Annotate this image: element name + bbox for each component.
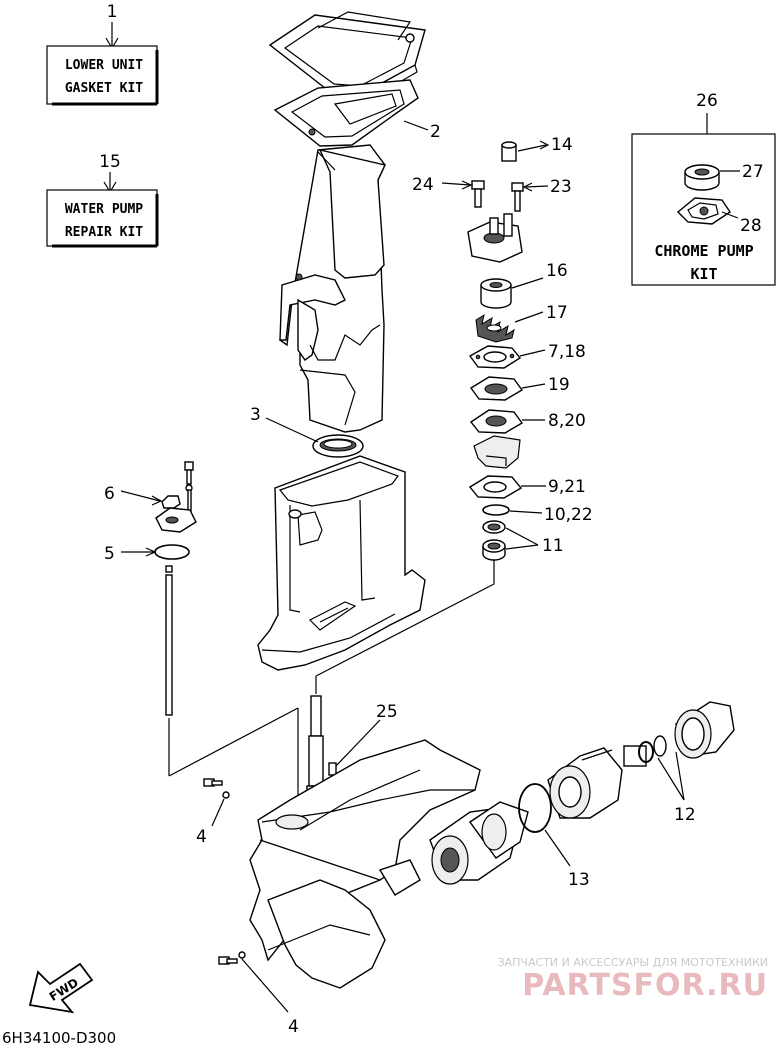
part-23-bolt <box>511 182 524 212</box>
callout-7-18: 7,18 <box>548 342 586 362</box>
part-2-gasket <box>273 79 419 147</box>
kit-15-line1: WATER PUMP <box>65 202 143 217</box>
part-5-oring <box>154 544 190 560</box>
callout-25: 25 <box>376 702 398 722</box>
part-24-bolt <box>471 180 485 208</box>
part-7-18-gasket <box>468 345 522 369</box>
part-9-21-gasket <box>468 475 523 499</box>
pump-housing <box>467 213 523 263</box>
callout-3: 3 <box>250 405 261 425</box>
part-14-sleeve <box>501 141 517 162</box>
callout-9-21: 9,21 <box>548 477 586 497</box>
kit-1-line1: LOWER UNIT <box>65 58 143 73</box>
part-4-bolt-lower <box>218 951 246 965</box>
part-28-housing <box>676 197 731 225</box>
callout-1: 1 <box>107 2 118 22</box>
prop-shaft-housing-parts <box>429 701 735 885</box>
pump-cartridge <box>473 435 521 469</box>
lower-casing-upper <box>257 455 426 671</box>
drive-shaft-housing <box>279 144 387 433</box>
callout-28: 28 <box>740 216 762 236</box>
chrome-pump-kit: 26 27 28 CHROME PUMP KIT <box>631 91 776 286</box>
shift-rod <box>165 565 173 716</box>
callout-8-20: 8,20 <box>548 411 586 431</box>
callout-6: 6 <box>104 484 115 504</box>
callout-5: 5 <box>104 544 115 564</box>
callout-10-22: 10,22 <box>544 505 593 525</box>
part-4-bolt-upper <box>203 778 230 799</box>
callout-2: 2 <box>430 122 441 142</box>
part-10-22-oring <box>482 504 510 516</box>
diagram-code: 6H34100-D300 <box>2 1029 116 1046</box>
callout-13: 13 <box>568 870 590 890</box>
part-27-liner <box>684 164 720 191</box>
callout-11: 11 <box>542 536 564 556</box>
gear-case <box>249 739 481 989</box>
kit-26-line1: CHROME PUMP <box>654 242 753 260</box>
watermark-tagline: ЗАПЧАСТИ И АКСЕССУАРЫ ДЛЯ МОТОТЕХНИКИ <box>498 956 768 969</box>
callout-24: 24 <box>412 175 434 195</box>
part-19-plate <box>469 376 524 401</box>
part-11-bearings <box>482 520 506 561</box>
part-17-impeller <box>475 313 515 343</box>
part-6-shift-bracket <box>155 461 197 533</box>
kit-26-line2: KIT <box>690 265 717 283</box>
watermark-brand: PARTSFOR.RU <box>522 968 768 1003</box>
kit-15-line2: REPAIR KIT <box>65 225 143 240</box>
callout-27: 27 <box>742 162 764 182</box>
callout-15: 15 <box>99 152 121 172</box>
watermark-logo: ЗАПЧАСТИ И АКСЕССУАРЫ ДЛЯ МОТОТЕХНИКИ PA… <box>498 956 768 1003</box>
callout-19: 19 <box>548 375 570 395</box>
callout-17: 17 <box>546 303 568 323</box>
callout-12: 12 <box>674 805 696 825</box>
callout-26: 26 <box>696 91 718 111</box>
part-16-liner <box>480 278 512 309</box>
fwd-arrow-icon: FWD <box>28 962 94 1014</box>
callout-16: 16 <box>546 261 568 281</box>
part-13-oring <box>518 783 552 833</box>
callout-14: 14 <box>551 135 573 155</box>
callout-4-upper: 4 <box>196 827 207 847</box>
part-3-seal <box>312 434 364 458</box>
callout-4-lower: 4 <box>288 1017 299 1037</box>
lower-unit-gasket-kit: 1 LOWER UNIT GASKET KIT <box>46 2 159 106</box>
callout-23: 23 <box>550 177 572 197</box>
part-8-20-plate <box>469 409 524 434</box>
water-pump-repair-kit: 15 WATER PUMP REPAIR KIT <box>46 152 159 248</box>
kit-1-line2: GASKET KIT <box>65 81 143 96</box>
